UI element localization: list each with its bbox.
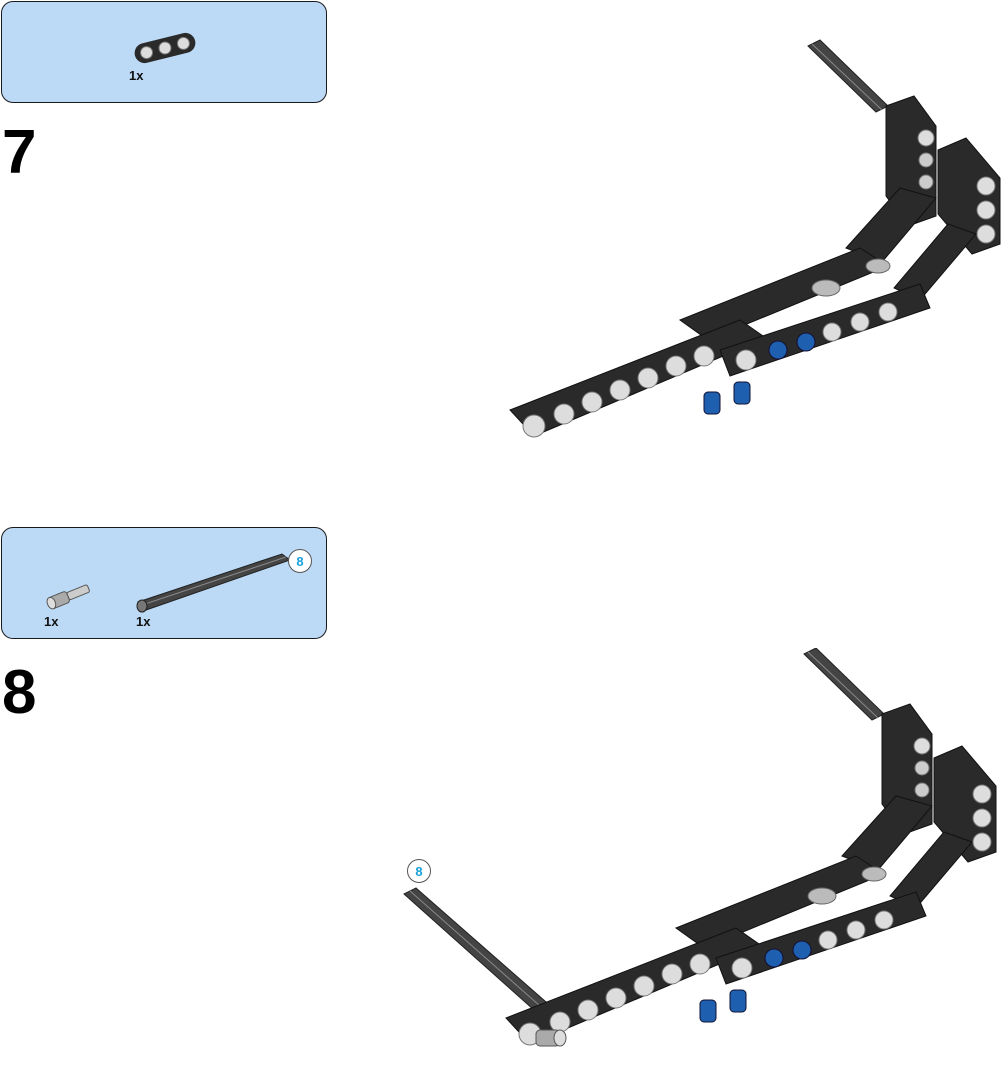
parts-list-step-7: 1x bbox=[1, 1, 327, 103]
step-8-model bbox=[403, 648, 997, 1047]
long-beam-back bbox=[678, 247, 891, 341]
beam-3-icon bbox=[134, 32, 196, 64]
axle-length-badge: 8 bbox=[288, 549, 312, 573]
axle-pin-icon bbox=[46, 584, 90, 610]
step-number: 7 bbox=[2, 118, 37, 187]
step-number: 8 bbox=[2, 658, 37, 727]
axle-shaft bbox=[807, 39, 889, 113]
axle-shaft bbox=[803, 648, 885, 721]
long-beam-front bbox=[505, 927, 764, 1046]
part-quantity: 1x bbox=[136, 614, 151, 629]
parts-list-step-8: 1x 1x 8 bbox=[1, 527, 327, 639]
middle-beam bbox=[719, 283, 931, 377]
blue-pins bbox=[699, 989, 747, 1023]
new-axle bbox=[403, 887, 547, 1011]
long-beam-back bbox=[674, 855, 887, 949]
part-quantity: 1x bbox=[129, 68, 144, 83]
middle-beam bbox=[715, 891, 927, 985]
step-7-model bbox=[509, 39, 1001, 438]
upright-beam-front bbox=[937, 137, 1001, 255]
model-axle-callout: 8 bbox=[407, 859, 431, 883]
axle-8-icon bbox=[136, 553, 292, 613]
axle-pin bbox=[535, 1029, 567, 1047]
upright-beam-front bbox=[933, 745, 997, 863]
blue-pins bbox=[703, 381, 751, 415]
part-quantity: 1x bbox=[44, 614, 59, 629]
long-beam-front bbox=[509, 319, 768, 438]
